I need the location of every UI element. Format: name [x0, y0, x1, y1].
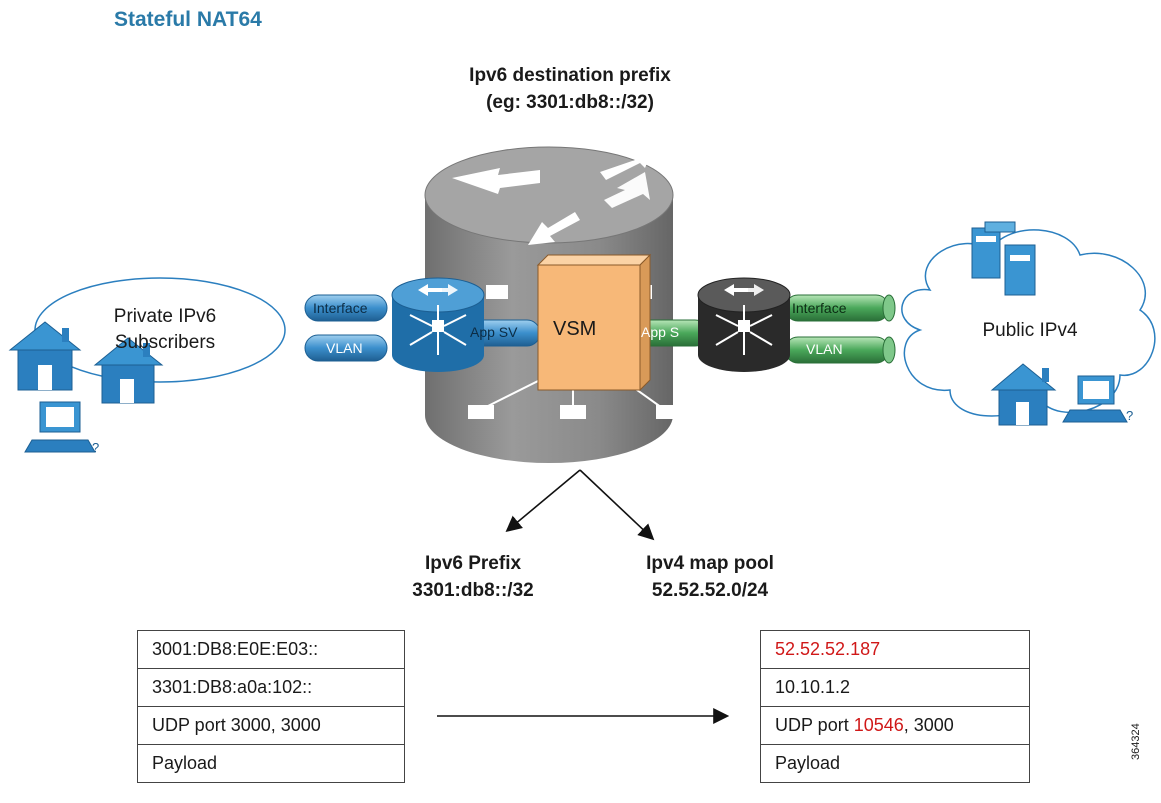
ipv6-source-cell: 3001:DB8:E0E:E03::	[137, 630, 405, 669]
table-row: 10.10.1.2	[760, 668, 1030, 707]
right-vlan-label: VLAN	[806, 341, 843, 357]
diagram-title: Stateful NAT64	[114, 8, 262, 31]
ipv6-ports-cell: UDP port 3000, 3000	[137, 706, 405, 745]
right-app-label: App S	[641, 324, 680, 340]
table-row: Payload	[137, 744, 405, 783]
vsm-module-icon	[536, 253, 652, 392]
private-cloud-line2: Subscribers	[114, 332, 216, 353]
ipv4-translated-port: 10546	[853, 715, 904, 735]
ipv4-pool-caption: Ipv4 map pool 52.52.52.0/24	[625, 550, 795, 604]
prefix-arrow	[505, 469, 581, 533]
table-row: 52.52.52.187	[760, 630, 1030, 669]
left-vlan-tube	[304, 334, 388, 362]
pool-arrow	[579, 469, 655, 541]
ipv4-packet-table: 52.52.52.187 10.10.1.2 UDP port 10546, 3…	[760, 630, 1030, 783]
ipv4-payload-cell: Payload	[760, 744, 1030, 783]
private-cloud-label: Private IPv6 Subscribers	[85, 304, 245, 356]
ipv4-pool-line1: Ipv4 map pool	[646, 553, 774, 574]
ipv4-ports-cell: UDP port 10546, 3000	[760, 706, 1030, 745]
ipv4-source-cell: 52.52.52.187	[760, 630, 1030, 669]
figure-id: 364324	[1130, 723, 1142, 760]
ipv6-prefix-line1: Ipv6 Prefix	[424, 553, 522, 574]
ipv6-destination-cell: 3301:DB8:a0a:102::	[137, 668, 405, 707]
computer-icon: ?	[1062, 375, 1133, 423]
right-vlan-tube	[784, 336, 896, 364]
destination-prefix-caption: Ipv6 destination prefix (eg: 3301:db8::/…	[410, 62, 730, 116]
left-interface-tube	[304, 294, 388, 322]
table-row: Payload	[760, 744, 1030, 783]
ipv4-ports-prefix: UDP port	[775, 715, 854, 735]
table-row: UDP port 3000, 3000	[137, 706, 405, 745]
destination-prefix-line1: Ipv6 destination prefix	[469, 65, 671, 86]
destination-prefix-line2: (eg: 3301:db8::/32)	[486, 92, 654, 113]
svg-text:?: ?	[92, 440, 99, 455]
server-icon	[971, 221, 1036, 296]
house-icon	[93, 337, 164, 404]
svg-text:?: ?	[1126, 408, 1133, 423]
ipv4-pool-line2: 52.52.52.0/24	[651, 580, 769, 601]
left-interface-label: Interface	[313, 300, 368, 316]
computer-icon: ?	[24, 401, 99, 455]
table-row: 3301:DB8:a0a:102::	[137, 668, 405, 707]
public-cloud-label: Public IPv4	[982, 320, 1078, 341]
blue-router-icon	[391, 277, 485, 372]
ipv4-destination-cell: 10.10.1.2	[760, 668, 1030, 707]
table-row: UDP port 10546, 3000	[760, 706, 1030, 745]
ipv4-ports-suffix: , 3000	[903, 715, 954, 735]
table-row: 3001:DB8:E0E:E03::	[137, 630, 405, 669]
left-app-label: App SV	[470, 324, 518, 340]
public-cloud-shape	[901, 229, 1156, 417]
dark-router-icon	[697, 277, 791, 372]
left-vlan-label: VLAN	[326, 340, 363, 356]
ipv6-prefix-line2: 3301:db8::/32	[412, 580, 534, 601]
house-icon	[990, 363, 1057, 426]
private-cloud-line1: Private IPv6	[113, 306, 217, 327]
house-icon	[8, 321, 82, 391]
ipv6-payload-cell: Payload	[137, 744, 405, 783]
vsm-label: VSM	[553, 318, 597, 340]
ipv6-prefix-caption: Ipv6 Prefix 3301:db8::/32	[388, 550, 558, 604]
ipv6-packet-table: 3001:DB8:E0E:E03:: 3301:DB8:a0a:102:: UD…	[137, 630, 405, 783]
right-interface-label: Interface	[792, 300, 847, 316]
